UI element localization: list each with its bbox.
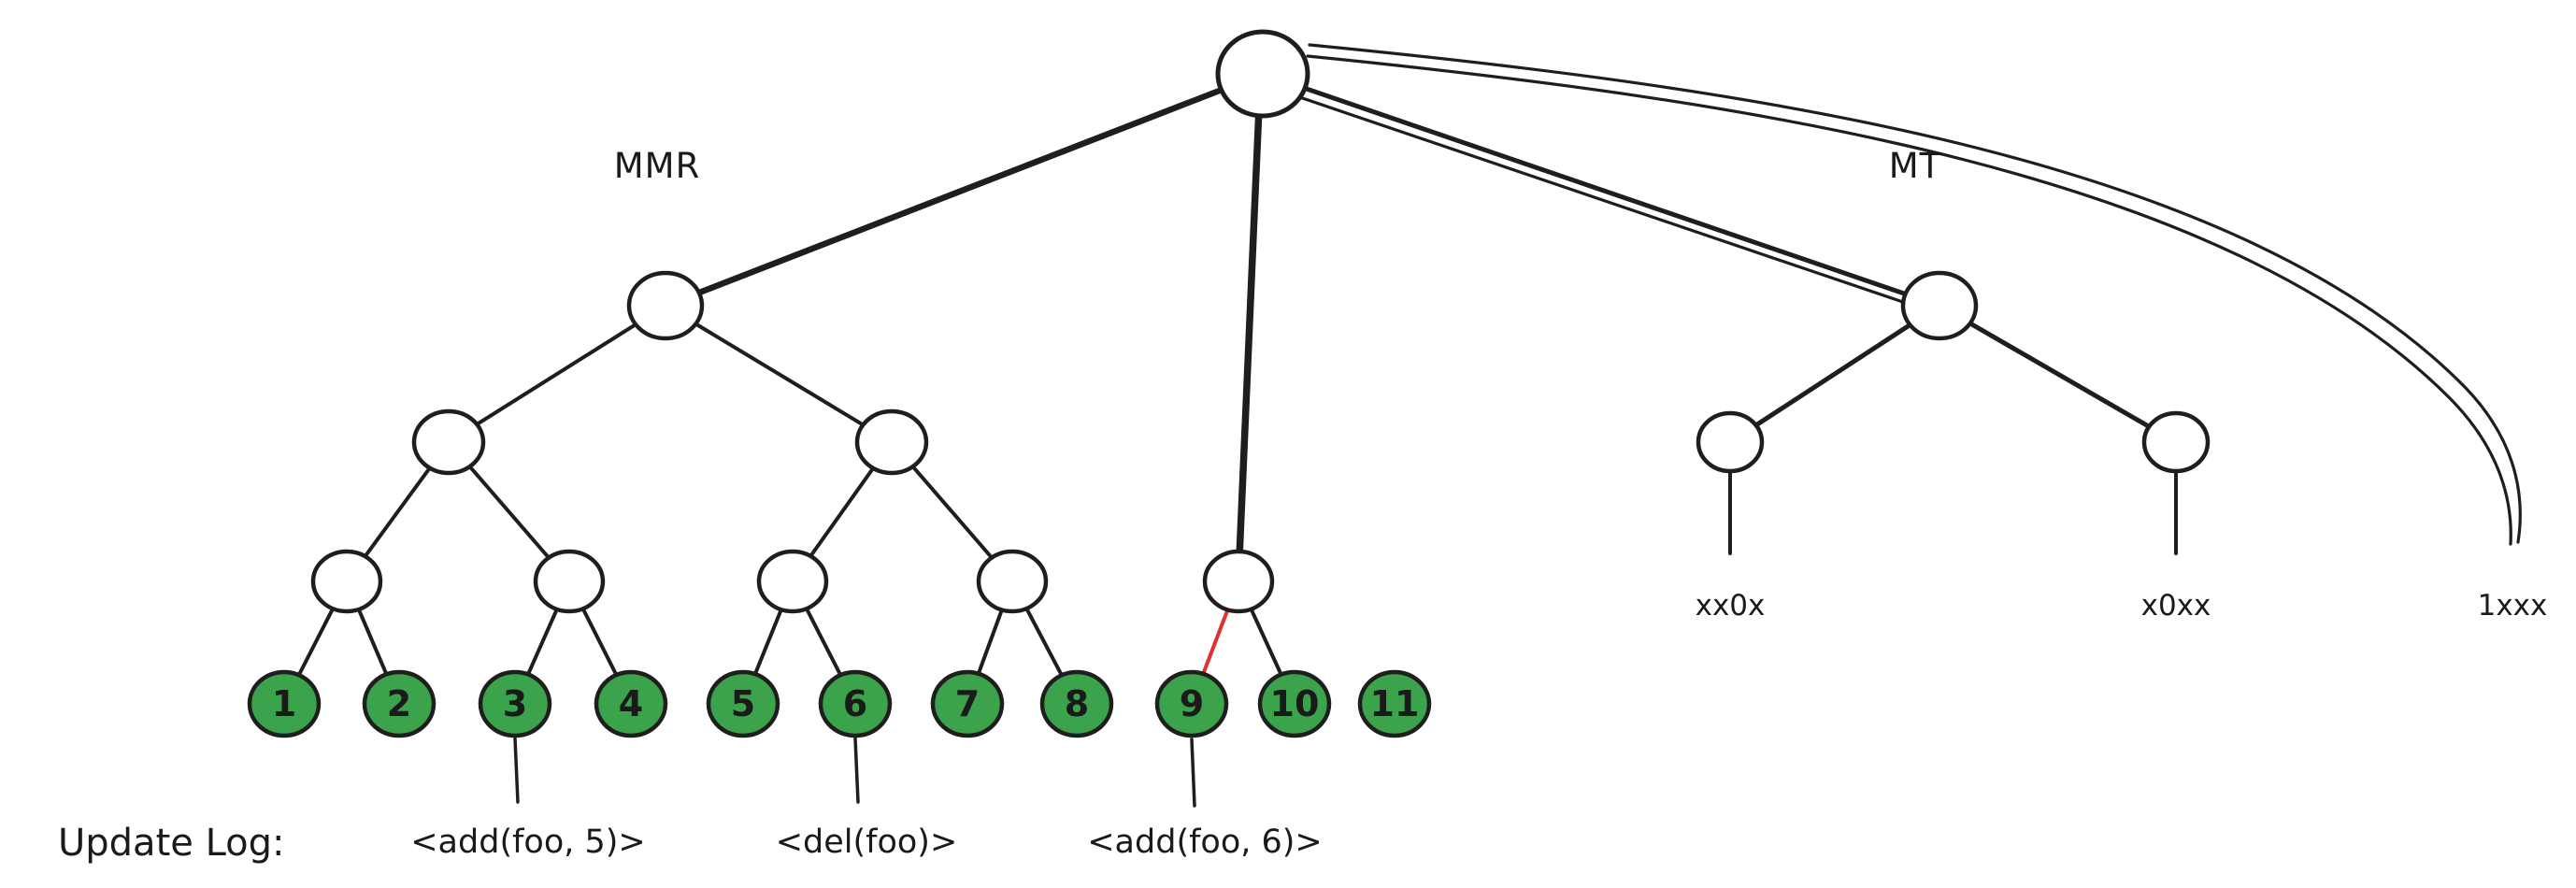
- mmr-peak-node: [1202, 549, 1275, 614]
- leaf-label-9: 9: [1180, 683, 1204, 724]
- edge-root-curve-to-1xxx-inner: [1308, 43, 2522, 544]
- leaf-node-11: [1357, 669, 1432, 738]
- log-entry-add-foo-5: <add(foo, 5)>: [410, 824, 646, 861]
- leaf-label-4: 4: [619, 683, 643, 724]
- mmr-l3-node-b: [533, 549, 606, 614]
- leaf-label-1: 1: [272, 683, 296, 724]
- edge-mttop-to-mta: [1727, 303, 1942, 445]
- mt-leaf-labels: xx0x x0xx 1xxx: [1696, 589, 2548, 623]
- mmr-l2-right-node: [854, 408, 929, 476]
- edge-mmrtop-to-l2b: [664, 304, 894, 444]
- log-tick-leaf6: [853, 737, 860, 804]
- mt-top-node: [1900, 270, 1979, 341]
- leaf-node-6: [818, 669, 893, 738]
- mt-right-node: [2141, 410, 2211, 474]
- internal-nodes: [310, 29, 2211, 614]
- mmr-l3-node-d: [976, 549, 1049, 614]
- leaf-node-2: [362, 669, 436, 738]
- mt-leaf-label-x0xx: x0xx: [2141, 589, 2211, 623]
- section-labels: MMR MT: [614, 146, 1942, 186]
- log-entry-del-foo: <del(foo)>: [776, 824, 958, 861]
- leaf-label-8: 8: [1065, 683, 1089, 724]
- log-tick-leaf9: [1190, 738, 1196, 808]
- edge-root-to-mt-top: [1260, 71, 1942, 308]
- mmr-l3-node-c: [756, 549, 829, 614]
- mt-leaf-label-xx0x: xx0x: [1696, 589, 1766, 623]
- edge-root-curve-to-1xxx-outer: [1306, 54, 2512, 546]
- leaf-node-7: [930, 669, 1005, 738]
- leaf-nodes: 1 2 3 4 5 6 7 8 9 10 11: [247, 669, 1432, 738]
- mt-label: MT: [1889, 146, 1942, 186]
- edge-mmrtop-to-l2a: [447, 304, 667, 444]
- leaf-node-9: [1154, 669, 1229, 738]
- mt-leaf-label-1xxx: 1xxx: [2478, 589, 2548, 623]
- leaf-node-5: [706, 669, 780, 738]
- log-entry-add-foo-6: <add(foo, 6)>: [1087, 824, 1323, 861]
- leaf-label-2: 2: [387, 683, 411, 724]
- leaf-label-5: 5: [731, 683, 755, 724]
- leaf-label-10: 10: [1270, 683, 1320, 724]
- mt-left-node: [1696, 410, 1765, 474]
- edge-root-to-mmr-peak: [1236, 104, 1263, 561]
- leaf-label-7: 7: [955, 683, 980, 724]
- mmr-top-node: [626, 270, 705, 341]
- mmr-l3-node-a: [310, 549, 383, 614]
- update-log: Update Log: <add(foo, 5)> <del(foo)> <ad…: [58, 737, 1323, 865]
- edge-root-to-mmr-top: [662, 70, 1267, 309]
- leaf-label-6: 6: [843, 683, 867, 724]
- update-log-title: Update Log:: [58, 822, 285, 865]
- leaf-label-3: 3: [503, 683, 527, 724]
- leaf-node-4: [594, 669, 668, 738]
- mmr-l2-left-node: [411, 408, 486, 476]
- edge-mttop-to-mtb: [1937, 303, 2179, 445]
- edge-root-to-mt-top-doublestroke: [1267, 85, 1935, 314]
- leaf-node-1: [247, 669, 322, 738]
- leaf-node-10: [1257, 669, 1332, 738]
- mmr-label: MMR: [614, 146, 701, 186]
- leaf-label-11: 11: [1370, 683, 1420, 724]
- log-tick-leaf3: [513, 737, 520, 804]
- root-node: [1215, 29, 1310, 119]
- leaf-node-3: [478, 669, 552, 738]
- leaf-node-8: [1039, 669, 1114, 738]
